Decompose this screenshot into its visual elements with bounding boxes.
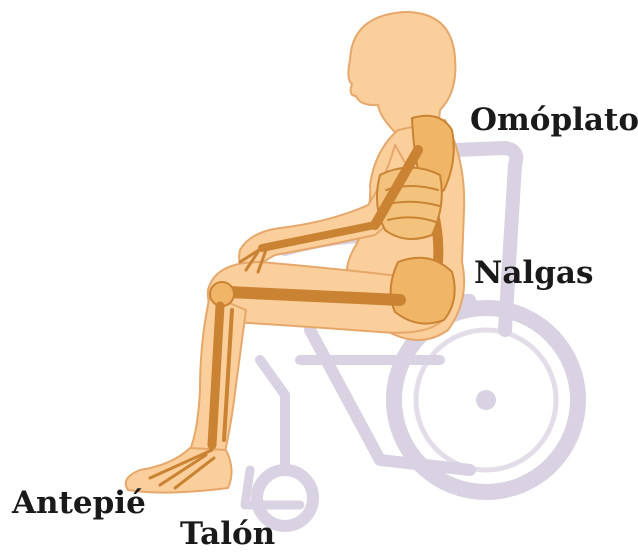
label-talon: Talón [180, 519, 275, 550]
femur [228, 292, 400, 300]
person [126, 12, 464, 493]
wheelchair-fork [260, 360, 285, 470]
pelvis [391, 258, 455, 324]
label-antepie: Antepié [12, 488, 146, 519]
head [348, 12, 455, 135]
wheelchair-hub [476, 390, 496, 410]
label-omoplato: Omóplato [470, 105, 638, 136]
label-nalgas: Nalgas [474, 258, 593, 289]
